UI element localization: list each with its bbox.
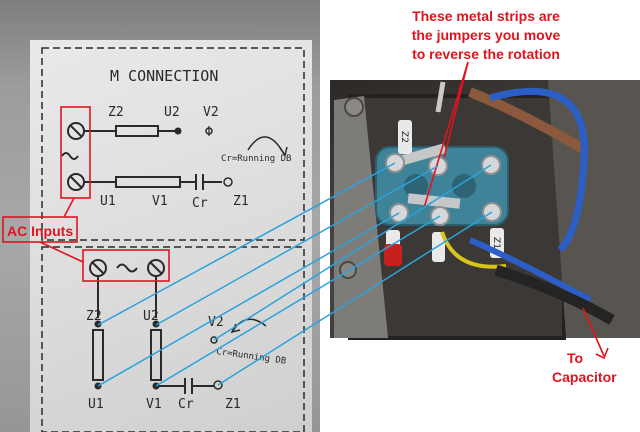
connector-u1: [97, 212, 400, 387]
ac-inputs-box-top: [60, 106, 91, 199]
capacitor-cable: [494, 264, 615, 325]
label-v2-bottom: V2: [208, 315, 224, 330]
blue-wire-2: [468, 237, 592, 303]
ac-sine-top-icon: [61, 152, 79, 160]
connector-z1: [217, 211, 493, 386]
blue-wire-1: [489, 87, 588, 253]
terminal-connectors: [97, 162, 493, 387]
capacitor-caption-to: To: [567, 350, 583, 366]
jumper-pointer-2: [423, 61, 469, 209]
ac-inputs-pointer-bottom: [39, 241, 84, 263]
label-z1-top: Z1: [233, 194, 249, 209]
rotation-arrow-top-icon: [247, 136, 285, 155]
label-z1-bottom: Z1: [225, 397, 241, 412]
dashed-frame-bottom: [41, 246, 305, 432]
connector-z2: [97, 162, 396, 326]
ac-inputs-pointer-top: [63, 197, 75, 218]
label-cr-bottom: Cr: [178, 397, 194, 412]
z2-wire-tag: [398, 120, 412, 154]
winding-u1-v1: [115, 176, 181, 188]
ac-sine-bottom-icon: [116, 263, 138, 273]
label-u1-top: U1: [100, 194, 116, 209]
label-z2-bottom: Z2: [86, 309, 102, 324]
winding-z2-u2: [115, 125, 159, 137]
svg-text:Z1: Z1: [491, 237, 501, 249]
ac-inputs-box-bottom: [82, 249, 170, 282]
brown-cable: [468, 87, 588, 155]
label-v2-top: V2: [203, 105, 219, 120]
ac-inputs-label: AC Inputs: [7, 223, 73, 239]
svg-text:Z2: Z2: [399, 131, 409, 143]
terminal-block-drawing: Z2 Z1: [334, 80, 640, 340]
yellow-wire: [440, 231, 507, 269]
jumpers-caption-line3: to reverse the rotation: [412, 46, 560, 62]
connector-v1: [155, 215, 441, 387]
label-v1-top: V1: [152, 194, 168, 209]
label-u1-bottom: U1: [88, 397, 104, 412]
connector-v2: [213, 164, 492, 341]
label-u2-top: U2: [164, 105, 180, 120]
note-top: Cr=Running DB: [221, 154, 291, 164]
capacitor-pointer: [582, 307, 605, 357]
plate-title: M CONNECTION: [110, 67, 218, 85]
jumper-strip-1: [395, 143, 447, 167]
capacitor-arrow-icon: [595, 347, 609, 360]
label-z2-top: Z2: [108, 105, 124, 120]
dashed-frame-top: [41, 47, 305, 241]
label-v1-bottom: V1: [146, 397, 162, 412]
label-cr-top: Cr: [192, 196, 208, 211]
jumpers-caption-line2: the jumpers you move: [412, 27, 561, 43]
jumpers-caption-line1: These metal strips are: [412, 8, 560, 24]
red-wire-end: [384, 244, 402, 266]
winding-z2-u1: [92, 329, 104, 381]
terminal-diagram-photo: [0, 0, 320, 432]
capacitor-caption: Capacitor: [552, 369, 617, 385]
label-u2-bottom: U2: [143, 309, 159, 324]
connector-u2: [155, 165, 439, 326]
